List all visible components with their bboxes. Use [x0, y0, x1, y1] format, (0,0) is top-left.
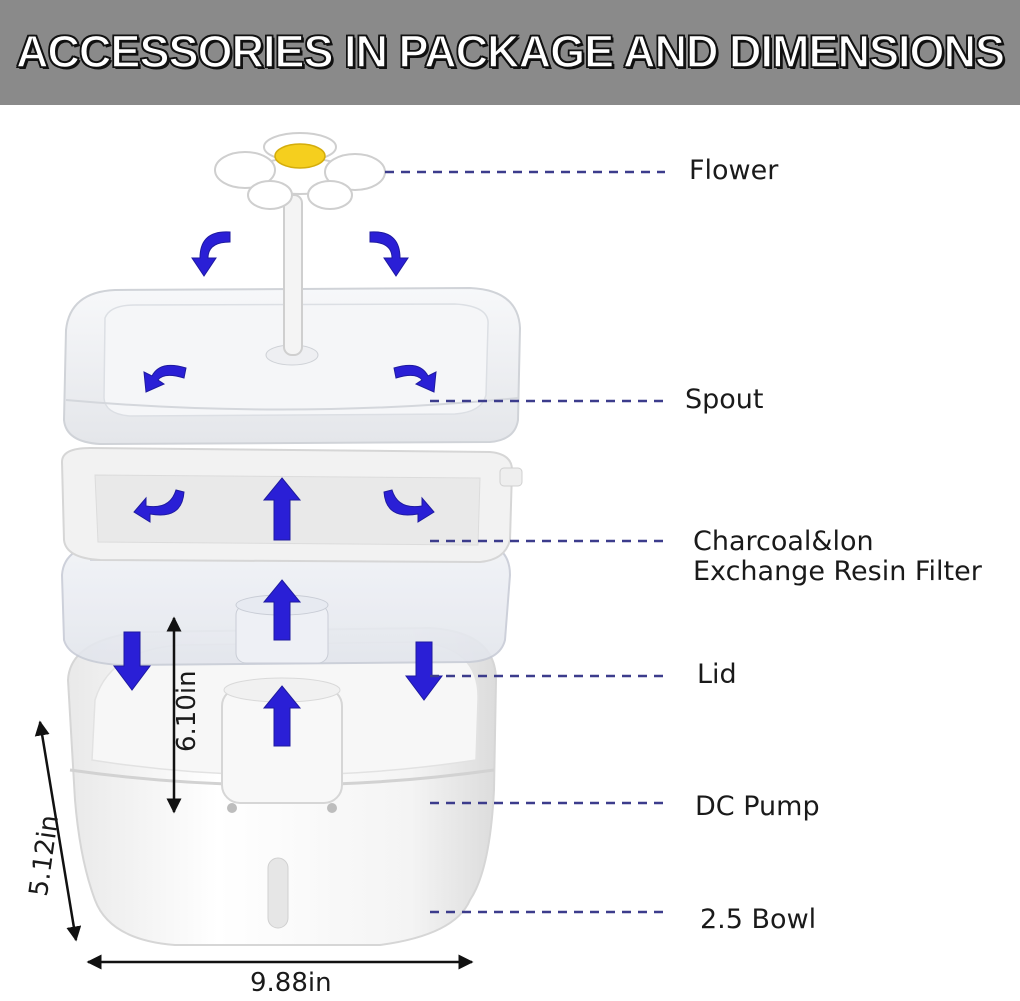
- height-bowl-line: [34, 720, 82, 942]
- flower-part: [214, 132, 386, 356]
- dim-height-total: 6.10in: [172, 670, 202, 752]
- label-filter-line1: Charcoal&lon: [693, 526, 874, 557]
- header-banner: ACCESSORIES IN PACKAGE AND DIMENSIONS: [0, 0, 1020, 105]
- dim-width: 9.88in: [250, 968, 332, 998]
- label-filter: Charcoal&lon Exchange Resin Filter: [693, 527, 982, 587]
- label-bowl: 2.5 Bowl: [700, 904, 817, 935]
- dimension-lines: [34, 616, 474, 970]
- label-spout: Spout: [685, 384, 764, 415]
- spout-part: [62, 286, 522, 446]
- filter-part: [60, 446, 523, 564]
- flower-center: [274, 143, 326, 169]
- label-lid: Lid: [697, 659, 737, 690]
- label-filter-line2: Exchange Resin Filter: [693, 556, 982, 587]
- label-flower: Flower: [689, 155, 779, 186]
- leader-lines: [385, 170, 665, 914]
- flow-arrows: [113, 231, 443, 747]
- label-pump: DC Pump: [695, 791, 820, 822]
- page-title: ACCESSORIES IN PACKAGE AND DIMENSIONS: [15, 25, 1006, 78]
